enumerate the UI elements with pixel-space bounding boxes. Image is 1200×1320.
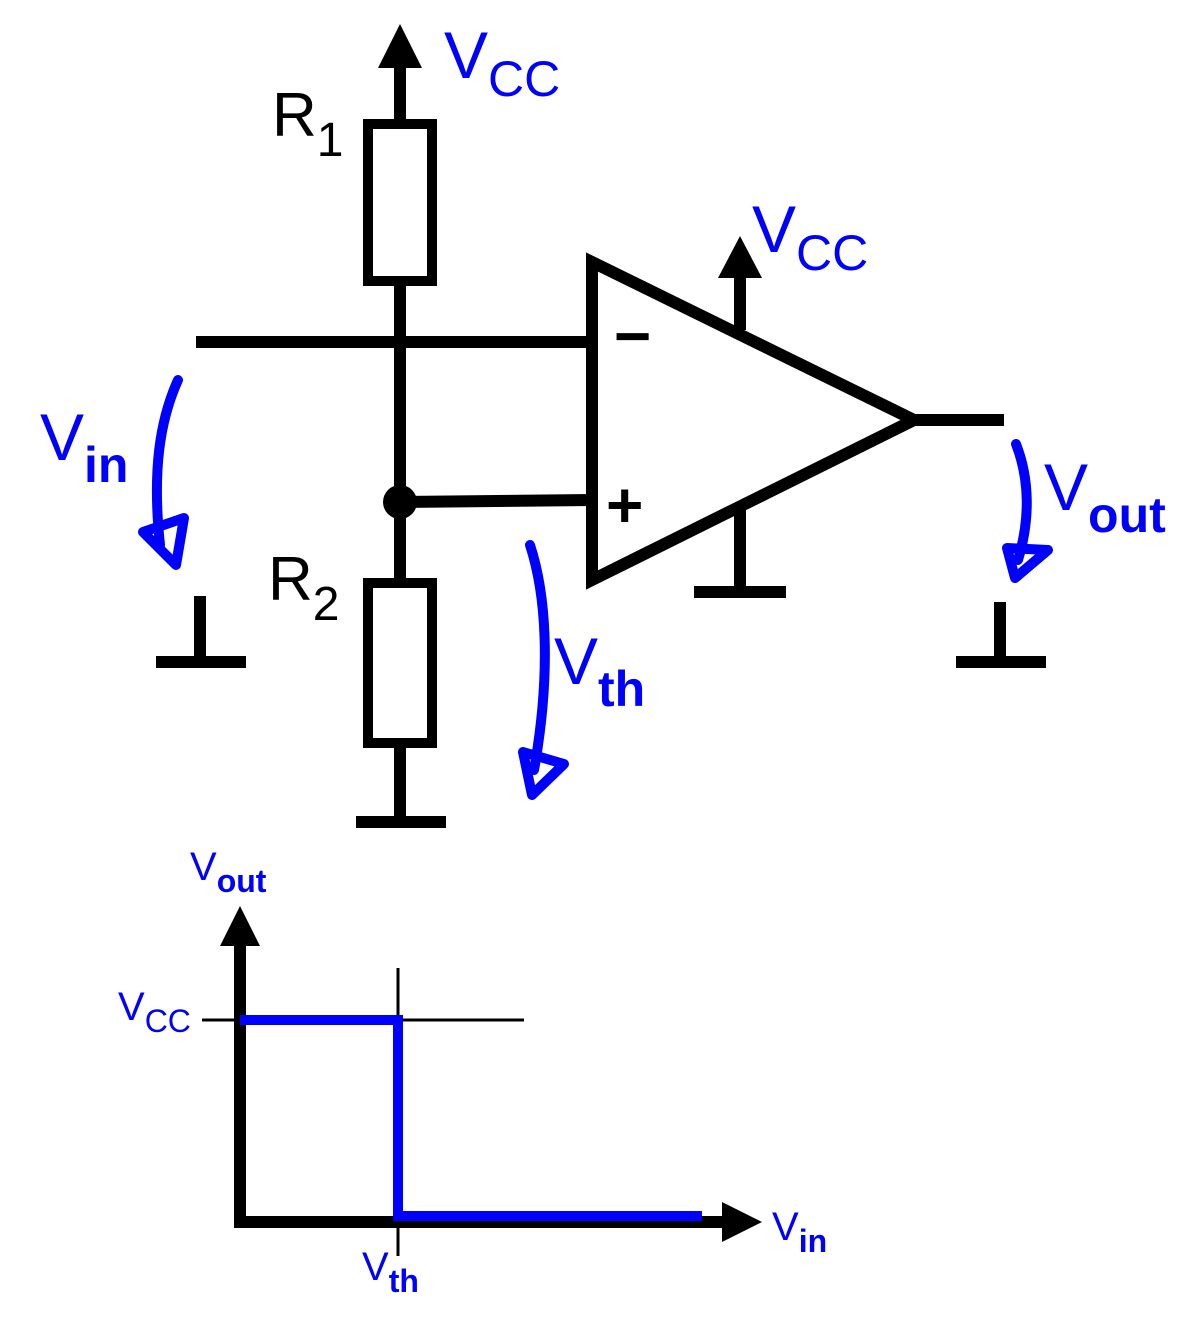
resistor-r2 <box>363 578 437 748</box>
inverting-input-sign: − <box>614 300 651 372</box>
vcc-opamp-arrow-icon <box>718 236 762 278</box>
circuit-schematic <box>156 24 1046 828</box>
r1-label: R1 <box>272 81 343 167</box>
threshold-wire <box>399 494 593 508</box>
plot-y-axis-label: Vout <box>190 845 267 899</box>
plot-x-axis-label: Vin <box>772 1205 827 1259</box>
plot-vth-tick-label: Vth <box>362 1245 419 1299</box>
vcc-top-arrow-icon <box>378 24 422 68</box>
vcc-top-label: VCC <box>444 18 560 107</box>
r2-label: R2 <box>268 545 339 631</box>
transfer-curve <box>240 1015 702 1221</box>
vth-arrow-icon <box>525 540 550 775</box>
noninverting-input-sign: + <box>606 469 643 541</box>
transfer-characteristic-plot <box>202 906 762 1256</box>
opamp-triangle <box>586 252 928 590</box>
plot-x-axis-arrow-icon <box>722 1202 762 1242</box>
vth-label: Vth <box>554 624 645 717</box>
voltage-arrows <box>138 375 1053 800</box>
vin-label: Vin <box>40 400 128 493</box>
resistor-r1 <box>363 119 437 286</box>
vin-arrow-head-icon <box>138 513 189 570</box>
vout-label: Vout <box>1044 450 1166 543</box>
vin-arrow-icon <box>151 375 183 550</box>
vout-arrow-head-icon <box>1002 543 1053 583</box>
vcc-opamp-label: VCC <box>752 192 868 281</box>
plot-vcc-tick-label: VCC <box>118 985 191 1039</box>
divider-node <box>383 485 417 519</box>
plot-y-axis-arrow-icon <box>220 906 260 946</box>
vth-arrow-head-icon <box>518 747 569 800</box>
vout-arrow-icon <box>1011 439 1032 565</box>
